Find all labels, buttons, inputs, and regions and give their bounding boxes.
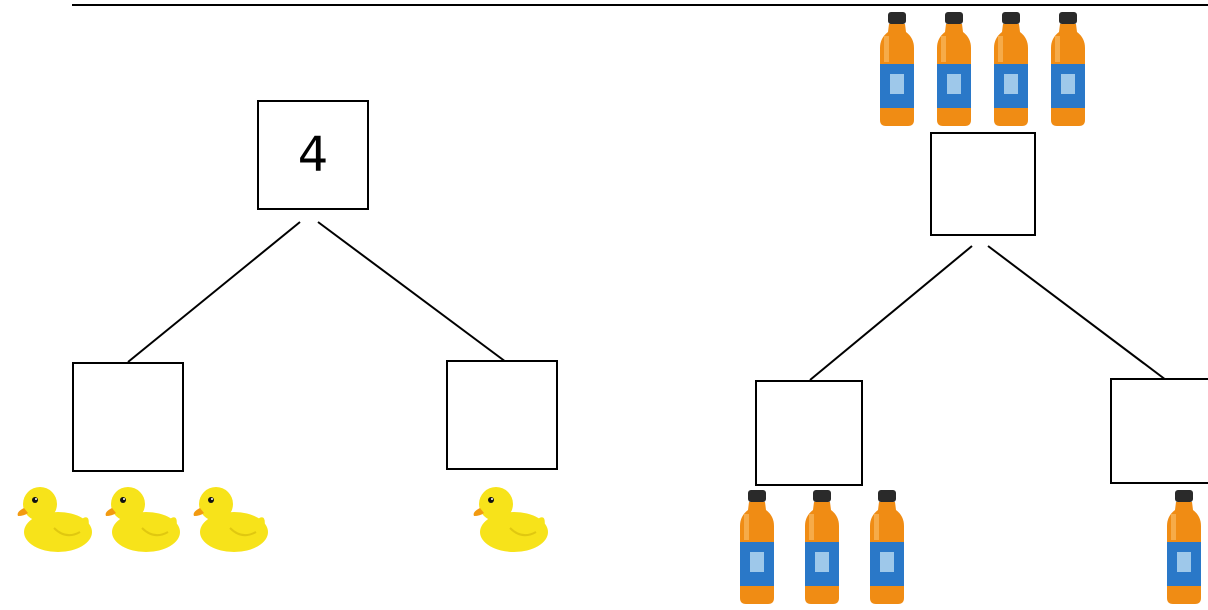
juice-bottle-icon	[801, 490, 843, 606]
right-bond-part-right-box[interactable]	[1110, 378, 1208, 484]
right-bond-part-left-box[interactable]	[755, 380, 863, 486]
juice-bottle-icon	[990, 12, 1032, 128]
left-bond-line-right	[317, 221, 507, 363]
right-bond-line-right	[987, 245, 1167, 381]
rubber-duck-icon	[14, 478, 94, 556]
rubber-duck-icon	[190, 478, 270, 556]
left-bond-whole-value: 4	[297, 127, 329, 183]
left-bond-part-left-box[interactable]	[72, 362, 184, 472]
juice-bottle-icon	[876, 12, 918, 128]
right-bond-line-left	[809, 245, 973, 381]
left-bond-part-right-box[interactable]	[446, 360, 558, 470]
rubber-duck-icon	[470, 478, 550, 556]
left-bond-line-left	[127, 221, 301, 363]
juice-bottle-icon	[933, 12, 975, 128]
juice-bottle-icon	[1047, 12, 1089, 128]
right-bond-whole-box[interactable]	[930, 132, 1036, 236]
rubber-duck-icon	[102, 478, 182, 556]
top-rule	[72, 4, 1208, 6]
left-bond-whole-box[interactable]: 4	[257, 100, 369, 210]
juice-bottle-icon	[736, 490, 778, 606]
juice-bottle-icon	[1163, 490, 1205, 606]
juice-bottle-icon	[866, 490, 908, 606]
